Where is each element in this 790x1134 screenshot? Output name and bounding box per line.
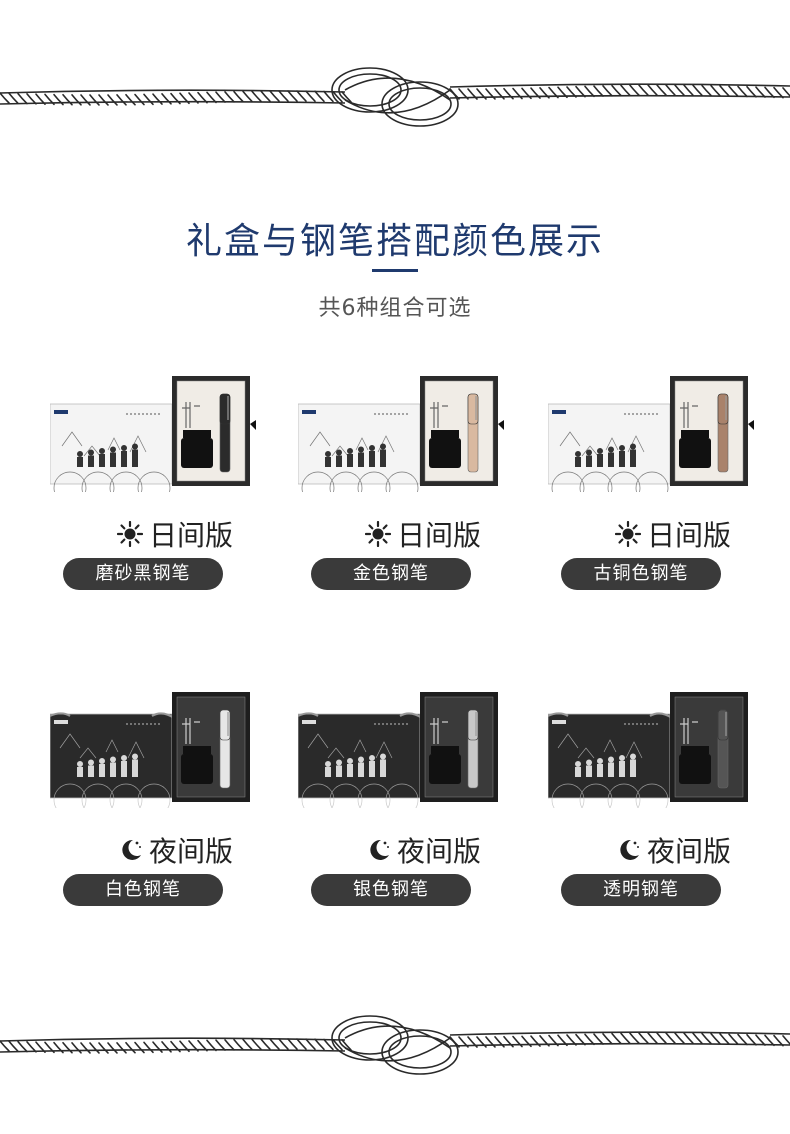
pen-color-badge: 银色钢笔 — [311, 874, 471, 906]
rope-knot-decoration-bottom — [0, 1015, 790, 1075]
pen-color-badge: 透明钢笔 — [561, 874, 721, 906]
edition-text: 夜间版 — [646, 835, 731, 868]
pen-color-badge: 古铜色钢笔 — [561, 558, 721, 590]
edition-label: 日间版 — [50, 514, 300, 554]
edition-text: 日间版 — [396, 519, 481, 552]
pen-color-badge: 金色钢笔 — [311, 558, 471, 590]
moon-icon — [370, 839, 389, 860]
sun-icon — [116, 521, 143, 547]
gift-box-image — [298, 692, 498, 808]
edition-label: 夜间版 — [298, 830, 548, 870]
edition-label: 夜间版 — [548, 830, 790, 870]
title-underline — [372, 269, 418, 272]
gift-box-image — [548, 376, 754, 492]
gift-box-image — [298, 376, 504, 492]
gift-box-image — [50, 376, 256, 492]
edition-text: 夜间版 — [396, 835, 481, 868]
page-subtitle: 共6种组合可选 — [318, 296, 472, 321]
edition-label: 夜间版 — [50, 830, 300, 870]
edition-text: 夜间版 — [148, 835, 233, 868]
edition-label: 日间版 — [548, 514, 790, 554]
gift-box-image — [50, 692, 250, 808]
sun-icon — [364, 521, 391, 547]
moon-icon — [122, 839, 141, 860]
edition-label: 日间版 — [298, 514, 548, 554]
gift-box-image — [548, 692, 748, 808]
edition-text: 日间版 — [646, 519, 731, 552]
edition-text: 日间版 — [148, 519, 233, 552]
moon-icon — [620, 839, 639, 860]
pen-color-badge: 磨砂黑钢笔 — [63, 558, 223, 590]
rope-knot-decoration-top — [0, 67, 790, 127]
pen-color-badge: 白色钢笔 — [63, 874, 223, 906]
page-title: 礼盒与钢笔搭配颜色展示 — [185, 221, 604, 262]
sun-icon — [614, 521, 641, 547]
